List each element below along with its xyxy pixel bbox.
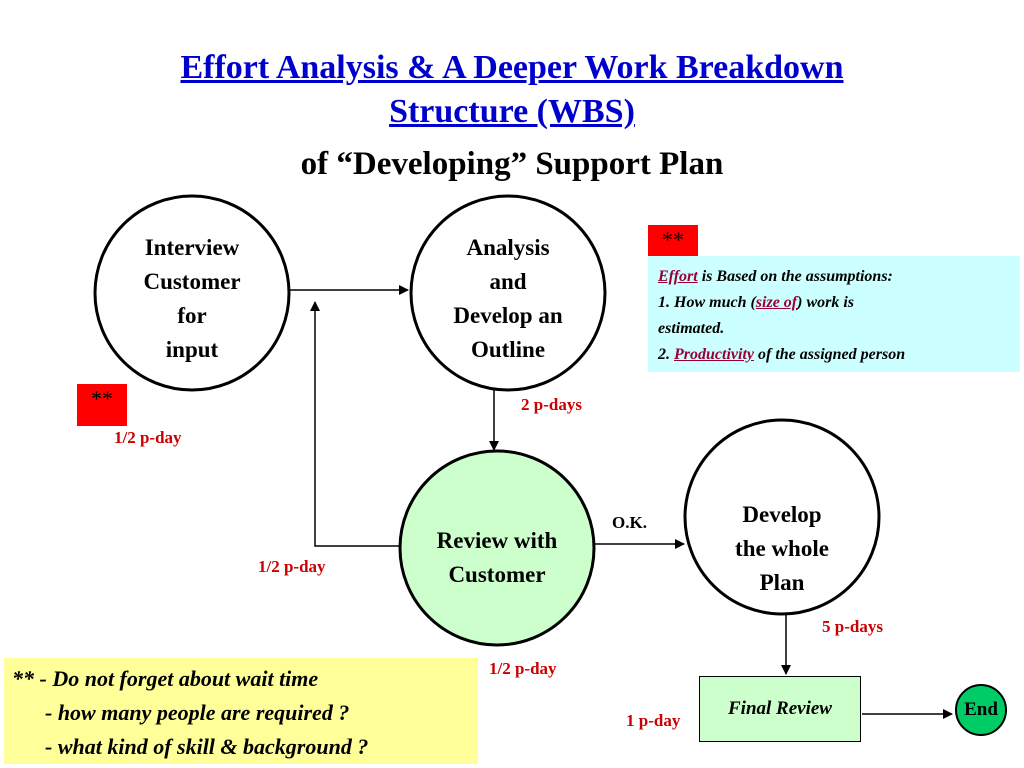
kw-size-of: size of [755, 294, 798, 311]
note-line-1: is Based on the assumptions: [697, 268, 893, 285]
page-subtitle: of “Developing” Support Plan [300, 146, 724, 182]
end-node: End [955, 684, 1007, 736]
develop-circle [683, 418, 881, 616]
interview-label-4: input [165, 337, 219, 362]
review-label-2: Customer [448, 562, 546, 587]
note-line-3: estimated. [658, 320, 725, 337]
develop-label-3: Plan [759, 570, 805, 595]
final-review-box: Final Review [699, 676, 861, 742]
title-line-1: Effort Analysis & A Deeper Work Breakdow… [180, 49, 844, 86]
effort-interview: 1/2 p-day [114, 428, 182, 447]
note-line-2-post: ) work is [797, 294, 855, 311]
note-line-4-pre: 2. [658, 346, 674, 363]
kw-effort: Effort [658, 268, 698, 285]
arrow-review-feedback [310, 301, 400, 547]
analysis-label-2: and [489, 269, 527, 294]
star-marker-left: ** [77, 384, 127, 426]
effort-develop: 5 p-days [822, 617, 883, 636]
review-label-1: Review with [436, 528, 558, 553]
effort-review: 1/2 p-day [489, 659, 557, 678]
notes-row-1: ** - Do not forget about wait time [12, 666, 319, 691]
analysis-label-1: Analysis [466, 235, 550, 260]
kw-productivity: Productivity [674, 346, 754, 363]
effort-review-feedback: 1/2 p-day [258, 557, 326, 576]
ok-label: O.K. [612, 513, 647, 532]
page-title: Effort Analysis & A Deeper Work Breakdow… [0, 46, 1024, 134]
interview-label-1: Interview [144, 235, 240, 260]
analysis-label-3: Develop an [453, 303, 563, 328]
review-circle [398, 449, 596, 647]
interview-label-2: Customer [143, 269, 241, 294]
wait-time-notes: ** - Do not forget about wait time - how… [4, 658, 478, 764]
analysis-circle [409, 194, 607, 392]
notes-row-3: - what kind of skill & background ? [12, 734, 369, 759]
interview-circle [93, 194, 291, 392]
notes-row-2: - how many people are required ? [12, 700, 350, 725]
review-node: Review with Customer [407, 520, 587, 596]
interview-node: Interview Customer for input [102, 224, 282, 374]
effort-analysis: 2 p-days [521, 395, 582, 414]
develop-label-1: Develop [742, 502, 822, 527]
analysis-node: Analysis and Develop an Outline [418, 224, 598, 374]
assumptions-note: Effort is Based on the assumptions: 1. H… [648, 256, 1020, 372]
note-line-2-pre: 1. How much ( [658, 294, 756, 311]
note-line-4-post: of the assigned person [753, 346, 906, 363]
title-line-2: Structure (WBS) [389, 93, 635, 130]
effort-final-review: 1 p-day [626, 711, 681, 730]
interview-label-3: for [177, 303, 207, 328]
develop-node: Develop the whole Plan [692, 496, 872, 602]
analysis-label-4: Outline [470, 337, 546, 362]
develop-label-2: the whole [735, 536, 829, 561]
